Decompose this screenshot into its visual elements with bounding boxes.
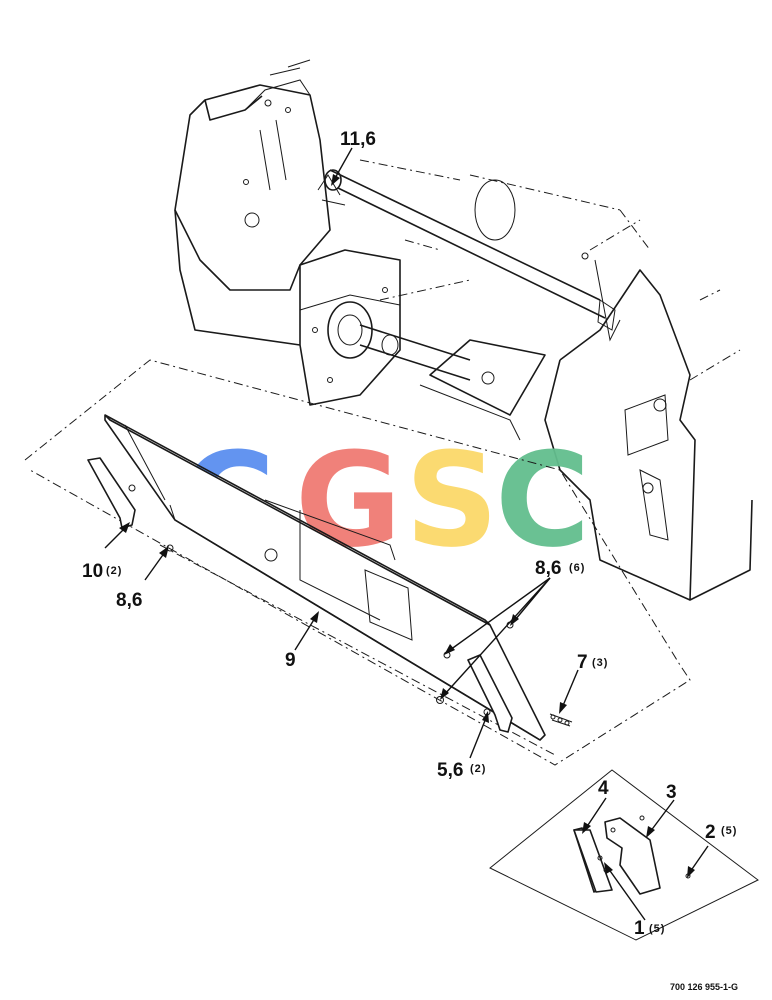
callout-10-qty: (2) bbox=[106, 565, 122, 577]
panel-assembly bbox=[24, 359, 691, 766]
frame-assembly bbox=[174, 59, 753, 601]
callout-9: 9 bbox=[285, 650, 296, 671]
callout-2: 2 bbox=[705, 822, 716, 843]
callouts: 11,6 10 (2) 8,6 8,6 (6) 9 7 (3) 5,6 (2) … bbox=[82, 129, 737, 939]
leader-lines bbox=[104, 147, 709, 921]
callout-5-6-qty: (2) bbox=[470, 763, 486, 775]
callout-8-6-right-qty: (6) bbox=[569, 562, 585, 574]
callout-1: 1 bbox=[634, 918, 645, 939]
callout-1-qty: (5) bbox=[649, 923, 665, 935]
callout-10: 10 bbox=[82, 561, 103, 582]
callout-8-6-right: 8,6 bbox=[535, 558, 561, 579]
callout-4: 4 bbox=[598, 778, 609, 799]
callout-5-6: 5,6 bbox=[437, 760, 463, 781]
callout-3: 3 bbox=[666, 782, 677, 803]
callout-7-qty: (3) bbox=[592, 657, 608, 669]
callout-8-6-left: 8,6 bbox=[116, 590, 142, 611]
callout-7: 7 bbox=[577, 652, 588, 673]
callout-11-6: 11,6 bbox=[340, 129, 376, 150]
detail-inset bbox=[489, 769, 759, 941]
figure-reference-number: 700 126 955-1-G bbox=[670, 982, 738, 992]
callout-2-qty: (5) bbox=[721, 825, 737, 837]
watermark-letter-s: S bbox=[405, 424, 499, 576]
watermark-letter-c2: C bbox=[495, 424, 590, 576]
